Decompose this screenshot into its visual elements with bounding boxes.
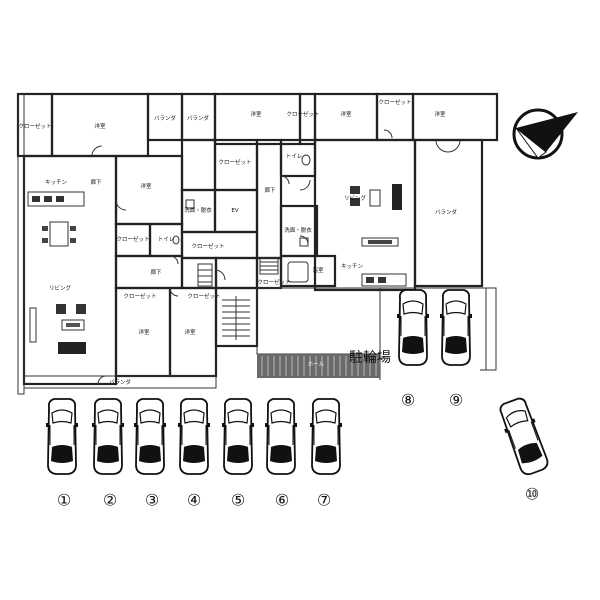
room-label: バランダ	[109, 378, 132, 386]
car-4	[177, 398, 211, 475]
room-label: 廊下	[150, 268, 162, 276]
room-label: 浴室	[312, 266, 324, 274]
room-label: キッチン	[45, 179, 68, 186]
room-label: クローゼット	[191, 242, 224, 250]
room-label: ホール	[308, 361, 325, 368]
room-label: トイレ	[158, 237, 175, 243]
room-label: クローゼット	[218, 158, 251, 166]
room-label: 廊下	[90, 178, 102, 186]
room-label: クローゼット	[286, 110, 319, 118]
room-label: EV	[231, 208, 238, 214]
room-label: 洋室	[140, 182, 152, 190]
building-walls	[16, 92, 499, 395]
parking-number: ⑩	[525, 485, 539, 504]
room-label: キッチン	[341, 263, 364, 270]
parking-number: ⑥	[275, 491, 289, 510]
parking-numbers: ① ② ③ ④ ⑤ ⑥ ⑦ ⑧ ⑨ ⑩	[57, 391, 539, 510]
parking-number: ⑧	[401, 391, 415, 410]
room-label: 洋室	[340, 110, 352, 118]
room-label: リビング	[344, 194, 367, 202]
room-label: クローゼット	[123, 292, 156, 300]
room-label: 洋室	[434, 110, 446, 118]
room-labels: クローゼット 洋室 バランダ バランダ 洋室 クローゼット 洋室 クローゼット …	[18, 98, 457, 386]
room-label: クローゼット	[257, 278, 290, 286]
room-label: クローゼット	[187, 292, 220, 300]
room-label: 洋室	[184, 328, 196, 336]
room-label: クローゼット	[378, 98, 411, 106]
car-9	[439, 289, 473, 366]
room-label: 洋室	[94, 122, 106, 130]
car-1	[45, 398, 79, 475]
bicycle-parking-label: 駐輪場	[349, 349, 391, 366]
car-3	[133, 398, 167, 475]
parking-number: ④	[187, 491, 201, 510]
room-label: クローゼット	[116, 235, 149, 243]
car-2	[91, 398, 125, 475]
room-label: 洗面・脱衣	[184, 206, 212, 214]
parking-number: ⑤	[231, 491, 245, 510]
parking-number: ①	[57, 491, 71, 510]
car-10	[495, 394, 553, 479]
parking-number: ③	[145, 491, 159, 510]
room-label: 洗面・脱衣	[284, 226, 312, 234]
car-7	[309, 398, 343, 475]
room-label: 廊下	[264, 186, 276, 194]
room-label: トイレ	[286, 154, 303, 160]
room-label: バランダ	[435, 208, 458, 216]
room-label: リビング	[49, 284, 72, 292]
room-label: バランダ	[154, 114, 177, 122]
staircase-small-1	[197, 263, 213, 287]
parking-number: ⑨	[449, 391, 463, 410]
room-label: 洋室	[250, 110, 262, 118]
room-label: 洋室	[138, 328, 150, 336]
furniture	[27, 154, 407, 354]
room-label: バランダ	[187, 114, 210, 122]
parking-number: ②	[103, 491, 117, 510]
north-arrow-icon	[512, 108, 578, 160]
parking-number: ⑦	[317, 491, 331, 510]
room-label: クローゼット	[18, 122, 51, 130]
car-8	[396, 289, 430, 366]
staircase	[222, 296, 250, 340]
bicycle-parking-area	[256, 287, 381, 378]
staircase-small-2	[259, 257, 279, 275]
car-6	[264, 398, 298, 475]
car-5	[221, 398, 255, 475]
bicycle-rack-hatch	[257, 354, 380, 378]
parking-area-right	[379, 287, 497, 380]
